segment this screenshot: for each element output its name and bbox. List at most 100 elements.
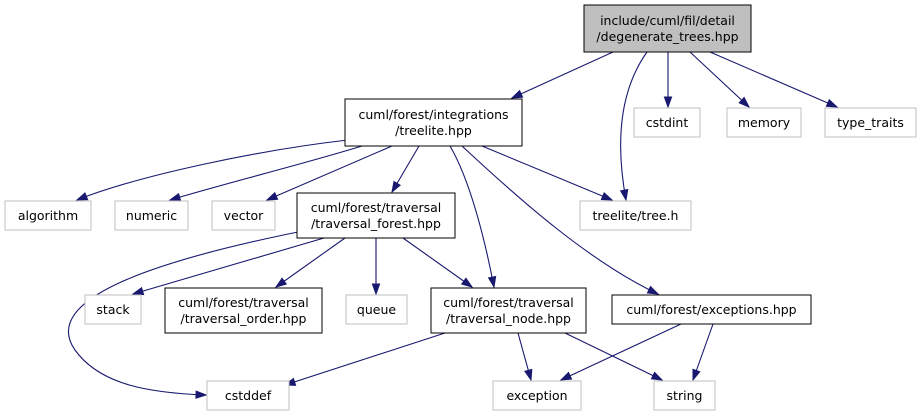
node-algorithm: algorithm [4,200,92,231]
node-label-line: treelite/tree.h [593,208,679,223]
arrowhead [650,371,664,381]
node-vector: vector [211,200,276,231]
node-box [114,200,189,231]
edge-root-to-integrations [510,51,614,99]
node-label-line: type_traits [837,115,904,130]
edge-root-to-treelite_tree [619,51,648,202]
node-cstddef: cstddef [206,380,290,411]
edge-integrations-to-treelite_tree [481,145,614,201]
edge-line [266,145,393,201]
node-label-line: /traversal_order.hpp [181,311,307,326]
node-label-line: memory [738,115,791,130]
edge-traversal_node-to-cstddef [283,332,446,386]
node-box [430,287,587,334]
arrowhead [131,286,145,296]
node-label-line: include/cuml/fil/detail [600,13,735,28]
edge-integrations-to-traversal_forest [391,145,420,194]
edge-line [709,51,838,108]
node-numeric: numeric [114,200,189,231]
arrowhead [559,371,573,381]
node-box [633,107,701,138]
arrowhead [274,277,288,288]
arrowhead [524,368,533,382]
node-root[interactable]: include/cuml/fil/detail/degenerate_trees… [583,4,752,53]
node-label-line: cstddef [225,388,272,403]
node-label-line: numeric [126,208,177,223]
node-box [583,4,752,53]
edge-root-to-memory [689,51,751,109]
node-exceptions[interactable]: cuml/forest/exceptions.hpp [611,294,812,325]
arrowhead [600,191,614,201]
edge-line [402,237,473,288]
edge-integrations-to-exceptions [461,145,660,295]
edge-traversal_node-to-exception [517,332,533,382]
arrowhead [265,191,279,201]
edge-integrations-to-vector [265,145,393,201]
arrowhead [738,96,751,109]
arrowhead [168,192,182,202]
edge-root-to-type_traits [709,51,839,108]
node-label-line: cuml/forest/integrations [358,107,508,122]
edge-traversal_forest-to-cstddef [68,231,299,399]
node-box [492,380,582,411]
node-traversal-forest[interactable]: cuml/forest/traversal/traversal_forest.h… [296,192,456,239]
edge-line [132,237,325,295]
edge-line [511,51,614,99]
node-integrations[interactable]: cuml/forest/integrations/treelite.hpp [344,98,523,147]
node-box [344,98,523,147]
node-label-line: cuml/forest/traversal [443,295,573,310]
node-box [579,200,692,231]
node-box [296,192,456,239]
node-label-line: vector [224,208,265,223]
edge-traversal_forest-to-traversal_order [274,237,346,288]
node-box [726,107,802,138]
edge-line [689,51,750,108]
node-label-line: cuml/forest/traversal [311,200,441,215]
node-label-line: /treelite.hpp [395,123,472,138]
edge-traversal_forest-to-queue [371,238,381,296]
node-box [206,380,290,411]
node-box [4,200,92,231]
edge-integrations-to-traversal_node [449,145,497,289]
node-label-line: stack [96,302,130,317]
edge-root-to-cstdint [663,52,673,109]
edge-traversal_forest-to-stack [131,237,325,296]
node-memory: memory [726,107,802,138]
arrowhead [646,285,660,295]
node-box [824,107,917,138]
edge-line [481,145,613,201]
arrowhead [487,275,497,289]
node-label-line: /traversal_node.hpp [446,311,571,326]
arrowhead [510,89,524,99]
edge-line [560,323,682,381]
arrowhead [663,96,673,109]
arrowhead [195,390,208,399]
edge-line [564,332,663,381]
node-cstdint: cstdint [633,107,701,138]
arrowhead [460,277,474,288]
node-treelite-tree: treelite/tree.h [579,200,692,231]
edge-line [68,231,299,396]
node-type-traits: type_traits [824,107,917,138]
edge-exceptions-to-exception [559,323,682,381]
arrowhead [75,192,89,201]
node-label-line: string [667,388,703,403]
arrowhead [692,368,701,382]
node-box [345,294,408,325]
arrowhead [619,188,629,202]
edge-line [449,145,495,288]
node-traversal-node[interactable]: cuml/forest/traversal/traversal_node.hpp [430,287,587,334]
node-box [611,294,812,325]
edge-line [284,332,446,386]
node-label-line: /degenerate_trees.hpp [596,29,738,44]
node-string: string [653,380,716,411]
edge-traversal_node-to-string [564,332,664,381]
arrowhead [371,283,381,296]
edge-line [76,139,349,201]
edge-exceptions-to-string [692,323,714,382]
node-box [211,200,276,231]
edge-line [461,145,659,295]
node-traversal-order[interactable]: cuml/forest/traversal/traversal_order.hp… [164,287,323,334]
node-label-line: /traversal_forest.hpp [311,216,441,231]
